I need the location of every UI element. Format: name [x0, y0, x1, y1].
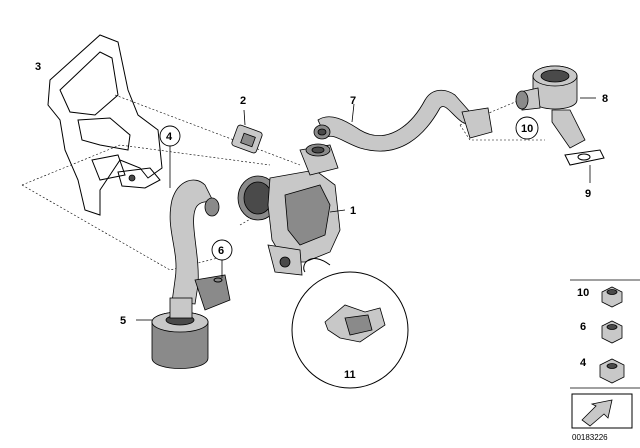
callout-4-group	[159, 125, 181, 188]
legend-label-10: 10	[577, 287, 589, 299]
callout-9: 9	[585, 188, 591, 200]
callout-2: 2	[240, 95, 246, 107]
callout-3: 3	[35, 61, 41, 73]
callout-8: 8	[602, 93, 608, 105]
callout-1: 1	[350, 205, 356, 217]
legend-label-4: 4	[580, 357, 587, 369]
fastener-legend: 10 6 4	[570, 279, 640, 389]
document-number: 00183226	[572, 433, 608, 442]
gasket-part	[564, 149, 605, 183]
secondary-pump-part	[136, 179, 231, 369]
collar-nut-icon	[599, 358, 625, 384]
detail-clip-circle	[291, 258, 409, 389]
legend-label-6: 6	[580, 321, 586, 333]
pump-part	[237, 143, 346, 276]
callout-11: 11	[344, 369, 356, 381]
callout-5: 5	[120, 315, 126, 327]
callout-6-group	[211, 239, 233, 283]
callout-7: 7	[350, 95, 356, 107]
bracket-part	[47, 34, 163, 216]
sensor-part	[231, 109, 263, 154]
callout-6: 6	[218, 245, 224, 257]
arrow-icon	[581, 399, 613, 427]
hex-nut-icon	[601, 320, 623, 344]
hose-part	[313, 89, 493, 152]
callout-10: 10	[521, 123, 533, 135]
callout-4: 4	[166, 131, 173, 143]
nut-with-flange-icon	[601, 286, 623, 308]
callout-10-group	[515, 116, 539, 140]
valve-part	[515, 65, 596, 149]
footer-box	[571, 393, 633, 429]
